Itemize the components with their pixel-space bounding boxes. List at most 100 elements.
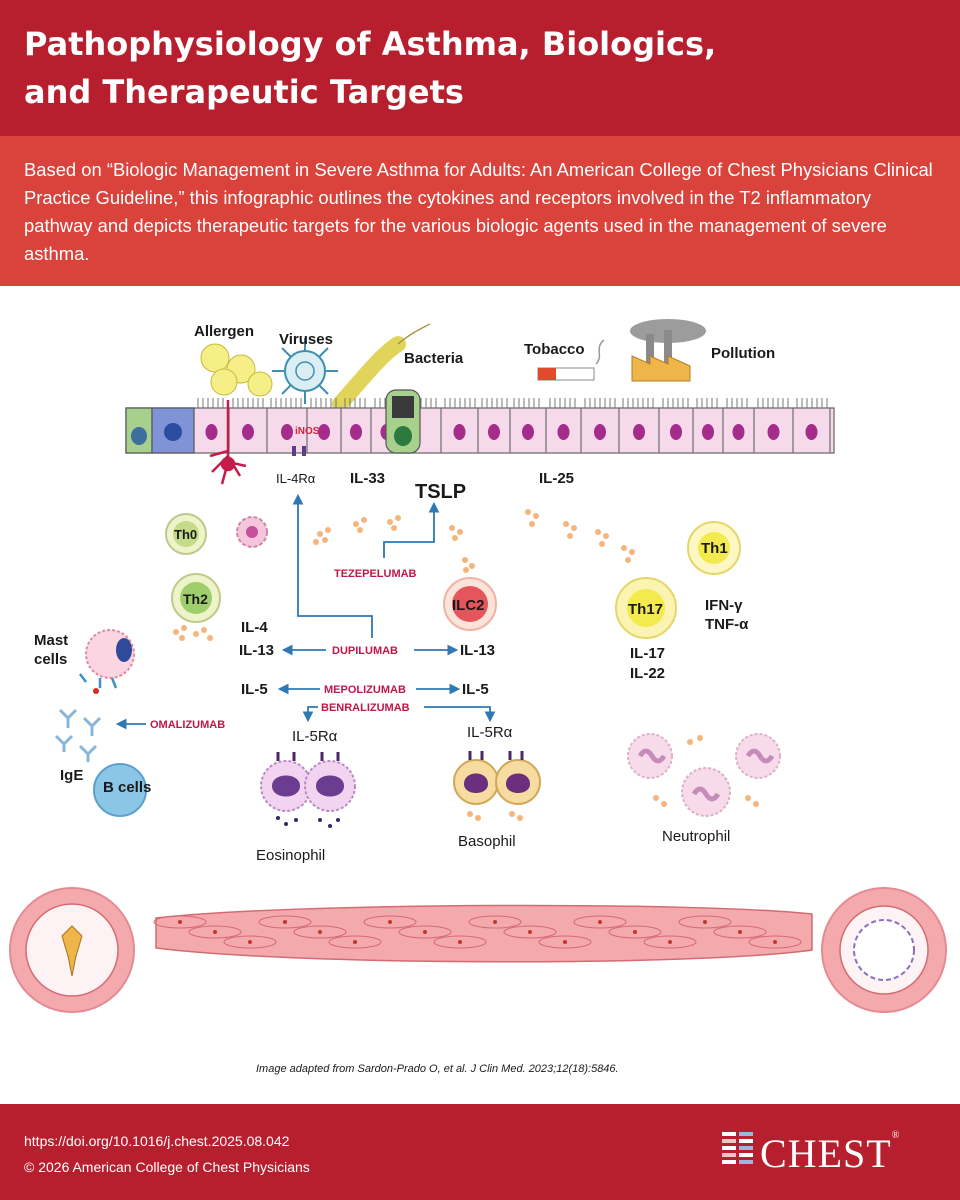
neutrophil-cells xyxy=(627,733,781,817)
muscle-cell xyxy=(363,915,417,929)
muscle-nucleus xyxy=(248,940,252,944)
muscle-nucleus xyxy=(178,920,182,924)
muscle-cell xyxy=(538,935,592,949)
muscle-cell xyxy=(433,935,487,949)
benralizumab-right-arrow xyxy=(424,706,496,723)
muscle-nucleus xyxy=(318,930,322,934)
il5-right-label: IL-5 xyxy=(462,681,489,698)
mast-cells-label-line2: cells xyxy=(34,651,67,668)
il33-label: IL-33 xyxy=(350,470,385,487)
chest-logo-text: CHEST® xyxy=(760,1130,901,1176)
muscle-nucleus xyxy=(283,920,287,924)
cell-nucleus xyxy=(670,424,682,440)
muscle-cell xyxy=(293,925,347,939)
il5-left-label: IL-5 xyxy=(241,681,268,698)
th17-cell: Th17 xyxy=(615,577,677,639)
muscle-nucleus xyxy=(598,920,602,924)
airway-cross-section-right xyxy=(821,887,947,1013)
il25-label: IL-25 xyxy=(539,470,574,487)
cell-nucleus xyxy=(557,424,570,440)
muscle-cell xyxy=(573,915,627,929)
muscle-nucleus xyxy=(493,920,497,924)
muscle-cell xyxy=(643,935,697,949)
citation-text: Image adapted from Sardon-Prado O, et al… xyxy=(256,1063,619,1075)
page-title: Pathophysiology of Asthma, Biologics, an… xyxy=(24,20,924,116)
muscle-cell xyxy=(503,925,557,939)
basophil-cells xyxy=(453,751,541,821)
viruses-label: Viruses xyxy=(279,331,333,348)
b-cell: B cells xyxy=(93,763,151,817)
benralizumab-label: BENRALIZUMAB xyxy=(321,702,410,714)
pathway-diagram: Allergen Viruses Bacteria Tobacco Pollut… xyxy=(0,286,960,1104)
cell-nucleus xyxy=(702,424,714,440)
doi-link[interactable]: https://doi.org/10.1016/j.chest.2025.08.… xyxy=(24,1133,290,1149)
muscle-cell xyxy=(223,935,277,949)
pollution-label: Pollution xyxy=(711,345,775,362)
dupilumab-label: DUPILUMAB xyxy=(332,645,398,657)
virus-icon xyxy=(272,338,338,404)
airway-epithelium xyxy=(125,389,835,454)
il13-right-label: IL-13 xyxy=(460,642,495,659)
muscle-cell xyxy=(328,935,382,949)
muscle-nucleus xyxy=(388,920,392,924)
th17-label: Th17 xyxy=(628,601,663,618)
eosinophil-cells xyxy=(260,752,356,828)
ilc2-label: ILC2 xyxy=(452,597,485,614)
cell-nucleus xyxy=(805,424,818,440)
il5ra-left-label: IL-5Rα xyxy=(292,728,338,745)
airway-cross-section-left xyxy=(9,887,135,1013)
b-cells-label: B cells xyxy=(103,779,151,796)
il4ra-receptor-icon xyxy=(292,446,306,456)
dendritic-cell-small-icon xyxy=(236,516,268,548)
ige-label: IgE xyxy=(60,767,83,784)
il4ra-label: IL-4Rα xyxy=(276,471,316,486)
title-line-1: Pathophysiology of Asthma, Biologics, xyxy=(24,25,717,63)
muscle-cell xyxy=(258,915,312,929)
muscle-cell xyxy=(153,915,207,929)
muscle-nucleus xyxy=(668,940,672,944)
cytokine-particles xyxy=(173,509,635,641)
allergen-label: Allergen xyxy=(194,323,254,340)
il5ra-right-label: IL-5Rα xyxy=(467,724,513,741)
cell-nucleus xyxy=(318,424,330,440)
bacteria-icon xyxy=(332,323,431,412)
copyright-text: © 2026 American College of Chest Physici… xyxy=(24,1159,310,1175)
title-line-2: and Therapeutic Targets xyxy=(24,73,464,111)
muscle-nucleus xyxy=(353,940,357,944)
cell-nucleus xyxy=(281,424,293,440)
muscle-nucleus xyxy=(703,920,707,924)
tslp-label: TSLP xyxy=(415,481,466,503)
ilc2-cell: ILC2 xyxy=(443,577,497,631)
th2-label: Th2 xyxy=(183,591,208,607)
omalizumab-label: OMALIZUMAB xyxy=(150,719,225,731)
dendritic-cell-icon xyxy=(209,400,247,485)
cell-nucleus xyxy=(350,424,362,440)
muscle-cell xyxy=(678,915,732,929)
cell-nucleus xyxy=(594,424,606,440)
th0-label: Th0 xyxy=(174,527,197,542)
cigarette-icon xyxy=(537,339,605,381)
muscle-nucleus xyxy=(633,930,637,934)
tezepelumab-arrow xyxy=(383,501,440,558)
muscle-nucleus xyxy=(423,930,427,934)
bacteria-label: Bacteria xyxy=(404,350,464,367)
factory-icon xyxy=(630,319,706,382)
cell-nucleus xyxy=(633,424,645,440)
footer-banner: https://doi.org/10.1016/j.chest.2025.08.… xyxy=(0,1104,960,1200)
cell-nucleus xyxy=(205,424,218,440)
il4-label: IL-4 xyxy=(241,619,268,636)
il13-left-label: IL-13 xyxy=(239,642,274,659)
cell-nucleus xyxy=(767,424,780,440)
mepolizumab-label: MEPOLIZUMAB xyxy=(324,684,406,696)
il17-label: IL-17 xyxy=(630,645,665,662)
muscle-nucleus xyxy=(773,940,777,944)
mast-cell xyxy=(79,629,135,694)
chest-logo-mark-icon xyxy=(722,1132,753,1164)
th2-cell: Th2 xyxy=(171,573,221,623)
muscle-cell xyxy=(713,925,767,939)
cell-nucleus xyxy=(453,424,466,440)
smooth-muscle-band xyxy=(153,904,813,963)
muscle-cell xyxy=(468,915,522,929)
ige-antibodies-icon xyxy=(54,708,102,762)
tobacco-label: Tobacco xyxy=(524,341,585,358)
